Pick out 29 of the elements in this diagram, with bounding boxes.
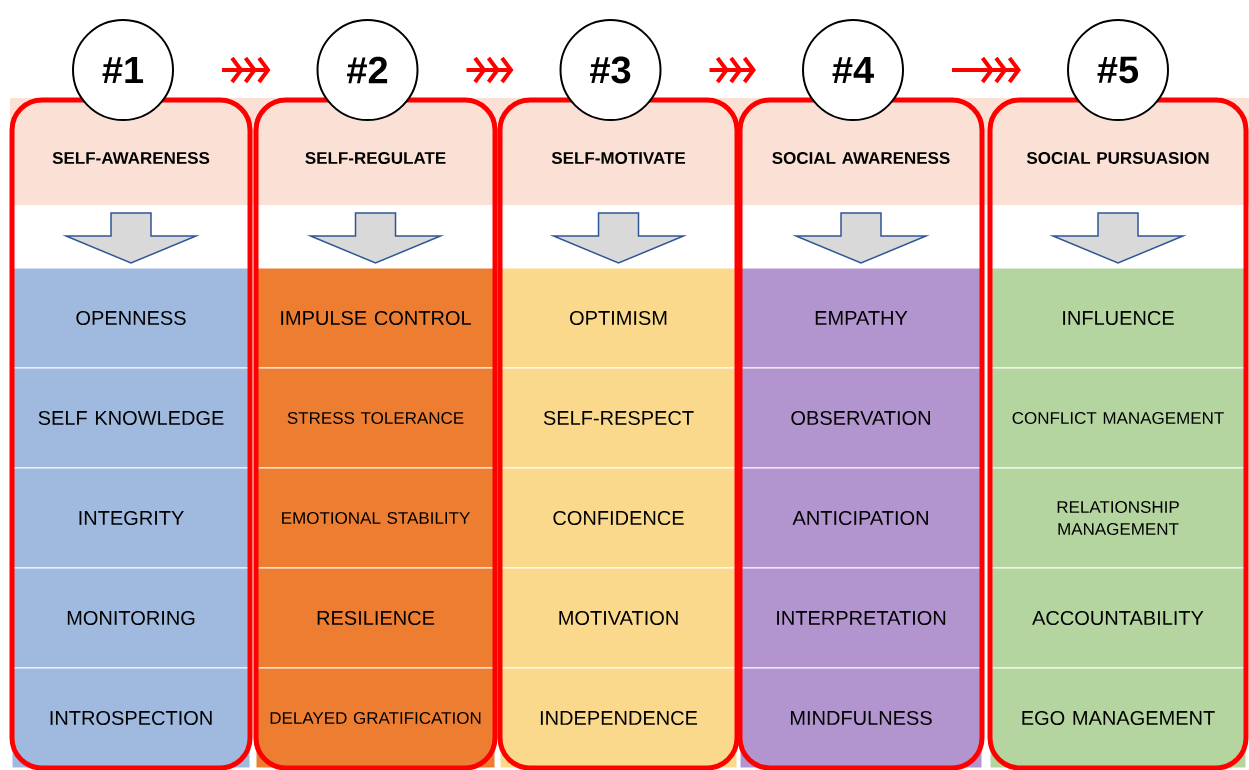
- trait-cell: CONFIDENCE: [499, 467, 738, 569]
- trait-cell: OPTIMISM: [499, 267, 738, 369]
- chevron-arrow: [466, 56, 514, 84]
- trait-cell: RESILIENCE: [255, 567, 496, 669]
- trait-cell: INTROSPECTION: [11, 667, 251, 769]
- trait-cell: INTEGRITY: [11, 467, 251, 569]
- trait-cell: MINDFULNESS: [739, 667, 983, 769]
- trait-cell: EMPATHY: [739, 267, 983, 369]
- trait-cell: OBSERVATION: [739, 367, 983, 469]
- trait-cell: ACCOUNTABILITY: [989, 567, 1247, 669]
- trait-cell: CONFLICT MANAGEMENT: [989, 367, 1247, 469]
- trait-cell: MOTIVATION: [499, 567, 738, 669]
- trait-cell: INFLUENCE: [989, 267, 1247, 369]
- chevron-arrow: [222, 56, 271, 84]
- trait-cell: SELF KNOWLEDGE: [11, 367, 251, 469]
- trait-cell: INDEPENDENCE: [499, 667, 738, 769]
- trait-cell: OPENNESS: [11, 267, 251, 369]
- chevron-arrow: [709, 56, 756, 84]
- trait-cell: STRESS TOLERANCE: [255, 367, 496, 469]
- trait-cell: ANTICIPATION: [739, 467, 983, 569]
- trait-cell: RELATIONSHIP MANAGEMENT: [989, 467, 1247, 569]
- trait-cell: EGO MANAGEMENT: [989, 667, 1247, 769]
- chevron-arrow: [952, 56, 1021, 84]
- trait-cell: IMPULSE CONTROL: [255, 267, 496, 369]
- trait-cell: SELF-RESPECT: [499, 367, 738, 469]
- trait-cell: INTERPRETATION: [739, 567, 983, 669]
- trait-cell: DELAYED GRATIFICATION: [255, 667, 496, 769]
- trait-cell: MONITORING: [11, 567, 251, 669]
- trait-cell: EMOTIONAL STABILITY: [255, 467, 496, 569]
